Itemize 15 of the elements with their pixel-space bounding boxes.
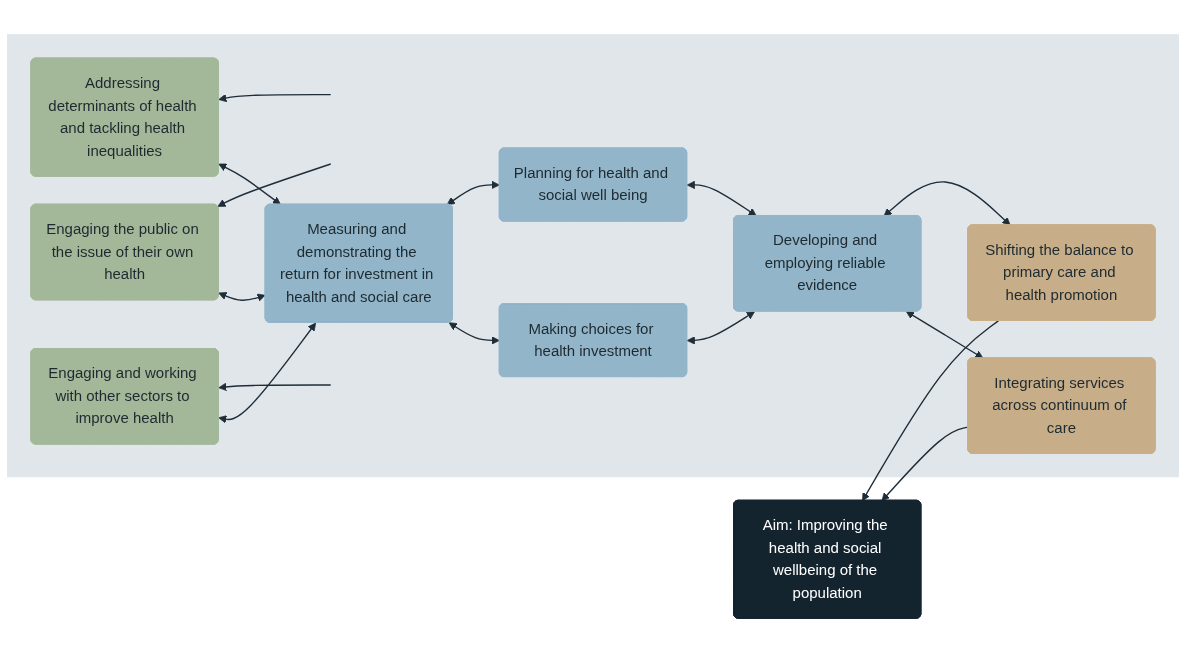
arrow bbox=[218, 322, 316, 424]
arrow bbox=[883, 181, 1011, 226]
cluster bbox=[7, 34, 1179, 478]
arrow bbox=[217, 163, 332, 207]
arrow bbox=[218, 163, 281, 205]
arrow bbox=[686, 311, 755, 345]
arrow bbox=[218, 292, 266, 302]
arrow bbox=[905, 311, 984, 359]
arrow bbox=[218, 382, 332, 391]
arrow bbox=[446, 180, 500, 206]
arrow bbox=[448, 322, 500, 345]
arrow bbox=[686, 180, 757, 217]
arrow bbox=[862, 320, 1000, 502]
arrow bbox=[218, 93, 332, 103]
arrow bbox=[881, 426, 969, 502]
